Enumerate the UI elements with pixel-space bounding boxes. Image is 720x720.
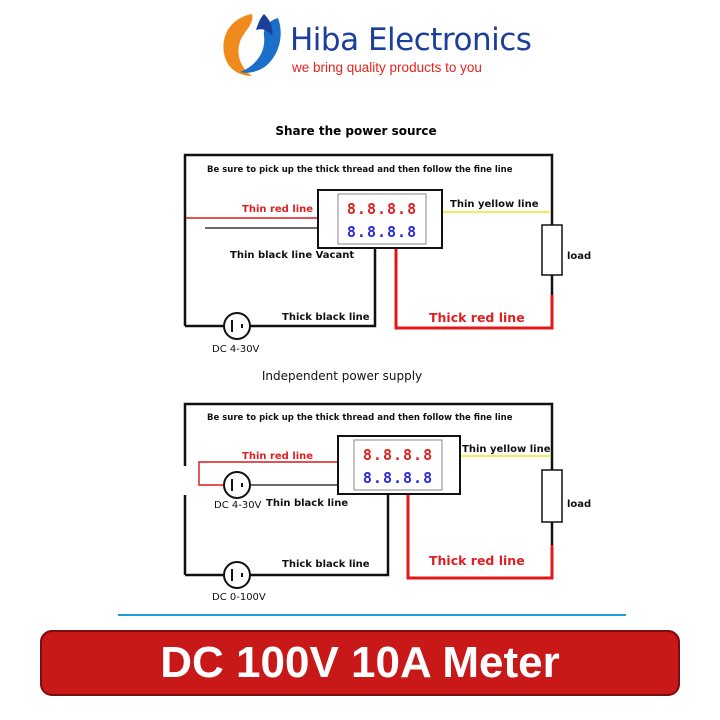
diagram2-meter-screen — [353, 439, 443, 491]
diagram1-thick-red-label: Thick red line — [429, 310, 525, 325]
diagram2-voltage-display: 8.8.8.8 — [363, 446, 433, 464]
brand-mark-icon — [223, 14, 281, 76]
diagram1-thick-black-label: Thick black line — [282, 312, 370, 323]
diagram2-thin-red-label: Thin red line — [242, 451, 313, 462]
diagram2-load-resistor — [541, 469, 563, 523]
diagram2-thin-yellow-label: Thin yellow line — [462, 444, 551, 455]
product-title: DC 100V 10A Meter — [160, 638, 560, 687]
diagram1-source-label: DC 4-30V — [212, 344, 260, 355]
diagram1-thin-yellow-label: Thin yellow line — [450, 199, 539, 210]
diagram1-thick-red-wire — [394, 248, 554, 330]
diagram1-thin-red-label: Thin red line — [242, 204, 313, 215]
diagram2-load-label: load — [567, 499, 591, 510]
brand-tagline: we bring quality products to you — [292, 60, 482, 75]
diagram2-thick-black-label: Thick black line — [282, 559, 370, 570]
diagram1-thick-black-wiring — [183, 153, 554, 328]
diagram2-title: Independent power supply — [262, 369, 422, 383]
diagram1-note: Be sure to pick up the thick thread and … — [207, 165, 513, 175]
diagram2-thin-red-wire — [198, 461, 340, 486]
diagram2-thick-red-wire — [406, 494, 554, 580]
diagram1-dc-source-icon — [223, 312, 251, 340]
brand-logo: Hiba Electronics we bring quality produc… — [212, 8, 532, 80]
diagram2-thin-black-label: Thin black line — [266, 498, 348, 509]
diagram1-title: Share the power source — [275, 124, 436, 138]
product-title-banner: DC 100V 10A Meter — [40, 630, 680, 696]
diagram2-thick-black-wiring — [183, 402, 554, 577]
diagram2-main-source-label: DC 0-100V — [212, 592, 266, 603]
diagram2-small-dc-source-icon — [223, 471, 251, 499]
wiring-diagrams: Share the power source 8.8.8.8 8.8.8.8 l… — [183, 124, 591, 603]
diagram2-current-display: 8.8.8.8 — [363, 469, 433, 487]
section-divider — [118, 614, 626, 616]
diagram2-thick-red-label: Thick red line — [429, 553, 525, 568]
diagram1-meter-screen — [337, 193, 427, 245]
diagram2-main-dc-source-icon — [223, 561, 251, 589]
diagram2-note: Be sure to pick up the thick thread and … — [207, 413, 513, 423]
brand-name: Hiba Electronics — [290, 22, 532, 58]
diagram1-voltage-display: 8.8.8.8 — [347, 200, 417, 218]
diagram1-load-resistor — [541, 224, 563, 276]
diagram1-load-label: load — [567, 251, 591, 262]
diagram1-current-display: 8.8.8.8 — [347, 223, 417, 241]
diagram1-thin-black-label: Thin black line Vacant — [230, 250, 354, 261]
diagram2-small-source-label: DC 4-30V — [214, 500, 262, 511]
